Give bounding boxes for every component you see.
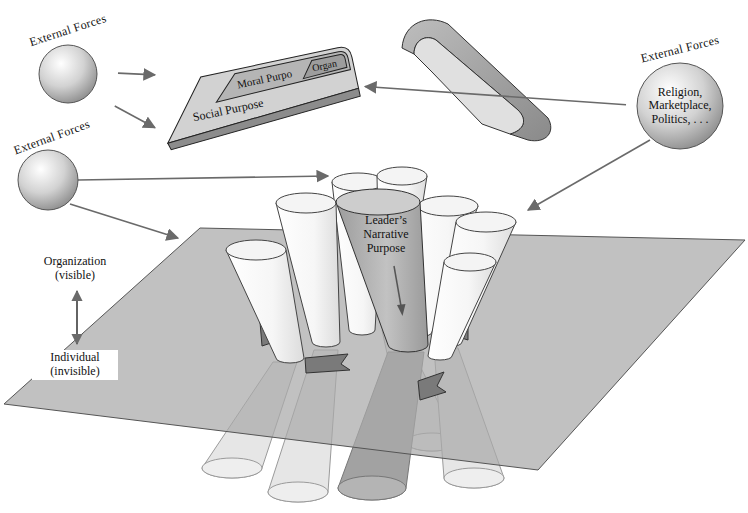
cone-top	[418, 196, 478, 216]
cone	[428, 262, 496, 360]
force-arrow	[365, 86, 626, 104]
direction-arrow	[394, 266, 401, 306]
upper-cones	[226, 167, 516, 363]
ring-fragment	[305, 354, 350, 373]
sphere	[18, 150, 78, 210]
cone-top	[332, 173, 384, 191]
cone	[226, 250, 304, 363]
force-arrow	[70, 204, 178, 238]
force-label: External Forces	[640, 34, 721, 67]
sphere	[637, 63, 723, 149]
purpose-shell	[402, 20, 551, 141]
cone-top	[377, 167, 427, 185]
ring-fragment	[418, 372, 446, 400]
cone-top	[226, 240, 286, 260]
layer-surface	[165, 88, 363, 150]
layer-surface	[211, 50, 351, 102]
visibility-axis	[76, 291, 77, 344]
leader-cone: Leader’s Narrative Purpose	[330, 180, 440, 360]
leader-purpose-label: Leader’s Narrative Purpose	[356, 214, 416, 255]
level-label: Organization (visible)	[32, 254, 118, 284]
leader-cone-outline	[330, 180, 440, 360]
force-sphere: External Forces	[4, 118, 100, 210]
force-arrow	[528, 140, 650, 210]
direction-arrow-head	[397, 304, 406, 316]
lower-cone-base	[444, 468, 504, 488]
force-label: External Forces	[28, 12, 108, 50]
level-label: Individual (invisible)	[32, 350, 118, 380]
cone-body	[336, 202, 428, 352]
force-arrow	[118, 73, 155, 75]
layer-surface	[156, 45, 362, 143]
force-arrow	[78, 176, 328, 180]
shell-face	[414, 38, 524, 134]
layer-surface	[300, 54, 347, 79]
social-purpose-layer: Social PurposeMoral PurpoOrgan	[155, 41, 365, 151]
sphere	[39, 45, 97, 103]
shell-body	[402, 20, 551, 141]
lower-cone-base	[202, 458, 262, 478]
lower-cone-base	[268, 482, 328, 502]
cone-top	[336, 189, 420, 215]
cone-top	[276, 193, 336, 213]
force-list: Religion, Marketplace, Politics, . . .	[640, 86, 720, 127]
force-sphere: External Forces	[22, 14, 118, 106]
force-sphere: External ForcesReligion, Marketplace, Po…	[626, 36, 734, 152]
cone-top	[444, 253, 496, 271]
cone-top	[456, 212, 516, 232]
force-arrow	[115, 106, 155, 128]
lower-cone-base	[338, 476, 406, 500]
